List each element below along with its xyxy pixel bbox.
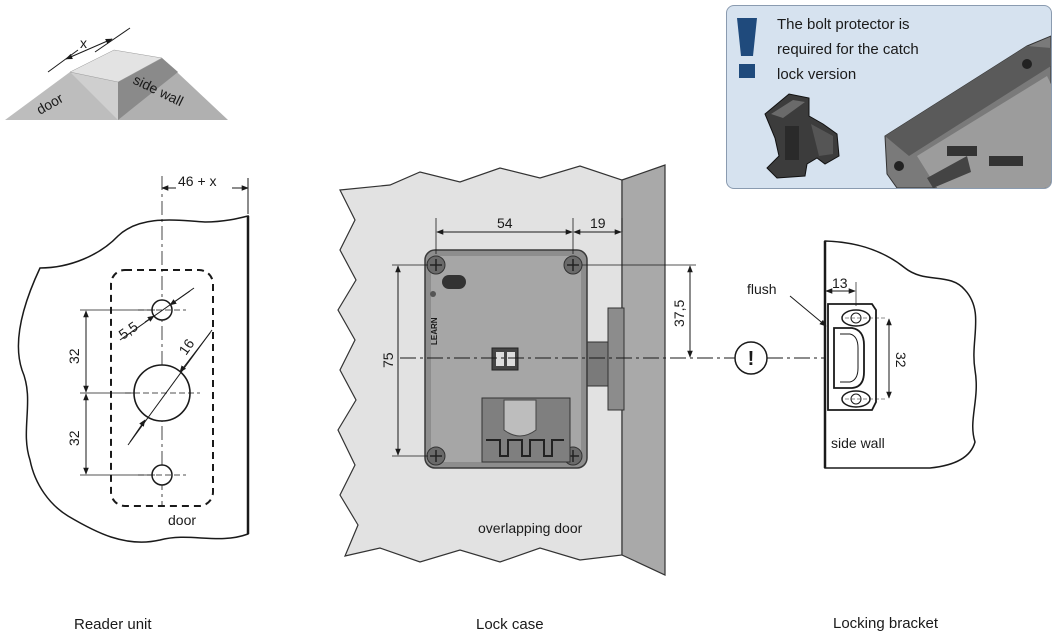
- wall-detail: x door side wall: [5, 27, 228, 120]
- reader-caption: Reader unit: [74, 616, 152, 633]
- dim-bracket-width: 13: [832, 275, 848, 291]
- dim-x-line: [65, 38, 113, 60]
- exclamation-icon: [737, 18, 757, 78]
- dim-reader-width: 46 + x: [178, 173, 217, 189]
- reader-door-label: door: [168, 512, 196, 528]
- lock-led-slot: [442, 275, 466, 289]
- bracket-side-wall-label: side wall: [831, 435, 885, 451]
- dim-lock-offset: 19: [590, 215, 606, 231]
- lock-brand: LEARN: [430, 317, 439, 345]
- bolt-protector-note: The bolt protector is required for the c…: [726, 5, 1052, 189]
- lock-caption: Lock case: [476, 616, 544, 633]
- dim-bracket-height: 32: [893, 352, 909, 368]
- dim-lock-center: 37,5: [671, 300, 687, 327]
- locking-bracket: [827, 303, 877, 411]
- bolt-protector-part: [764, 93, 840, 179]
- flush-label: flush: [747, 281, 777, 297]
- bolt-protector-text: The bolt protector is required for the c…: [777, 12, 957, 87]
- reader-unit: 46 + x 5,5 16 32 32 door Reader unit: [17, 172, 250, 633]
- lock-case-assembly: LEARN 54 19 75 37,5 overlapping door Loc…: [337, 164, 735, 633]
- reader-door-outline: [17, 215, 249, 543]
- lock-door-label: overlapping door: [478, 520, 583, 536]
- lock-case-render: [884, 35, 1051, 188]
- note-line-1: The bolt protector is: [777, 16, 910, 33]
- bracket-caption: Locking bracket: [833, 615, 939, 632]
- dim-x: x: [80, 35, 87, 51]
- dim-lock-holes: 54: [497, 215, 513, 231]
- lock-side-wall: [621, 164, 666, 576]
- locking-bracket-assembly: flush 13 32 side wall Locking bracket: [747, 240, 977, 632]
- dim-lock-height: 75: [380, 352, 396, 368]
- note-line-2: required for the catch: [777, 41, 919, 58]
- warning-symbol: !: [748, 348, 755, 370]
- bracket-wall-outline: [824, 240, 977, 469]
- bolt-protector-illustration: [737, 18, 1051, 188]
- dim-pitch-upper: 32: [66, 348, 82, 364]
- lock-screws: [426, 255, 583, 466]
- dim-pitch-lower: 32: [66, 430, 82, 446]
- note-line-3: lock version: [777, 66, 857, 83]
